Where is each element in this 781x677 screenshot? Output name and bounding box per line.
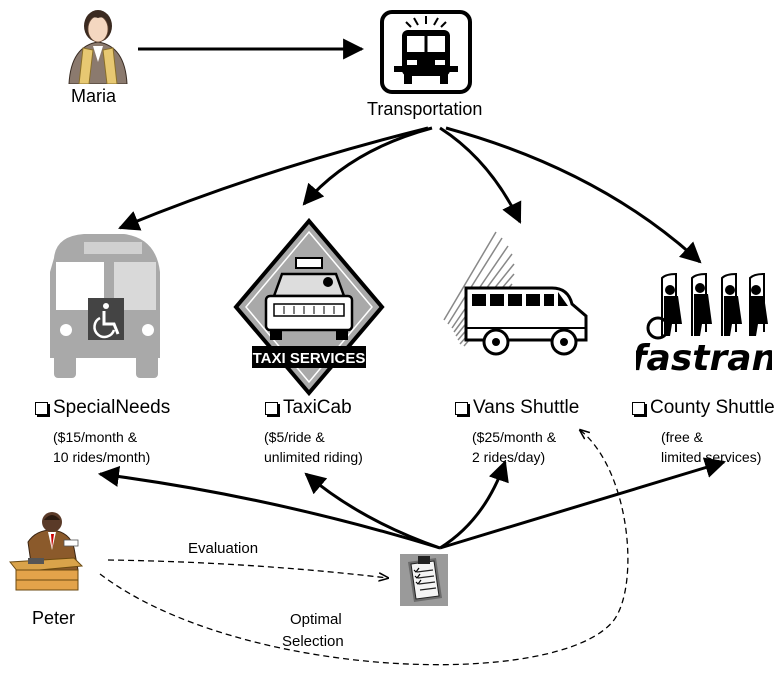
option-specialneeds[interactable]: SpecialNeeds	[35, 397, 170, 419]
maria-person-icon	[68, 10, 128, 84]
option-specialneeds-name: SpecialNeeds	[53, 397, 171, 418]
taxicab-checkbox-icon[interactable]	[265, 401, 278, 415]
optimal-selection-label-2: Selection	[282, 633, 344, 650]
option-county-shuttle[interactable]: County Shuttle	[632, 397, 775, 419]
option-taxicab-detail-2: unlimited riding)	[264, 449, 363, 465]
arrow-peter-to-evaluation	[107, 559, 388, 578]
taxi-sign-text: TAXI SERVICES	[253, 350, 366, 367]
fastran-logo-text: fastran	[636, 338, 772, 379]
option-vans-shuttle-detail-2: 2 rides/day)	[472, 449, 546, 465]
option-vans-shuttle-detail-1: ($25/month &	[472, 429, 557, 445]
option-taxicab[interactable]: TaxiCab	[265, 397, 352, 419]
arrow-transport-to-county	[445, 126, 702, 264]
peter-person-icon	[9, 512, 84, 591]
county-shuttle-checkbox-icon[interactable]	[632, 401, 645, 415]
specialneeds-checkbox-icon[interactable]	[35, 401, 48, 415]
arrow-transport-to-specialneeds	[118, 126, 429, 231]
option-vans-shuttle[interactable]: Vans Shuttle	[455, 397, 579, 419]
option-taxicab-detail-1: ($5/ride &	[264, 429, 325, 445]
arrow-eval-to-specialneeds	[97, 466, 441, 550]
optimal-selection-label-1: Optimal	[290, 611, 342, 628]
peter-label: Peter	[32, 608, 76, 628]
arrow-transport-to-vans	[439, 126, 522, 224]
van-shuttle-icon	[443, 231, 588, 356]
clipboard-icon	[400, 554, 448, 606]
option-county-shuttle-detail-1: (free &	[661, 429, 704, 445]
arrow-eval-to-county	[439, 457, 727, 550]
option-taxicab-name: TaxiCab	[283, 397, 352, 418]
option-vans-shuttle-name: Vans Shuttle	[473, 397, 580, 418]
option-county-shuttle-detail-2: limited services)	[661, 449, 762, 465]
fastran-icon: fastran	[636, 272, 772, 379]
taxi-services-icon: TAXI SERVICES	[233, 218, 385, 396]
transportation-label: Transportation	[367, 99, 483, 119]
specialneeds-bus-icon	[50, 234, 160, 378]
option-county-shuttle-name: County Shuttle	[650, 397, 775, 418]
option-specialneeds-detail-1: ($15/month &	[53, 429, 138, 445]
arrow-optimal-selection	[99, 430, 629, 666]
arrow-eval-to-vans	[439, 460, 509, 550]
vans-shuttle-checkbox-icon[interactable]	[455, 401, 468, 415]
evaluation-edge-label: Evaluation	[188, 540, 259, 557]
option-specialneeds-detail-2: 10 rides/month)	[53, 449, 151, 465]
transportation-bus-icon	[380, 10, 472, 94]
arrow-eval-to-taxicab	[304, 472, 441, 550]
arrow-transport-to-taxicab	[302, 126, 433, 206]
maria-label: Maria	[71, 86, 117, 106]
